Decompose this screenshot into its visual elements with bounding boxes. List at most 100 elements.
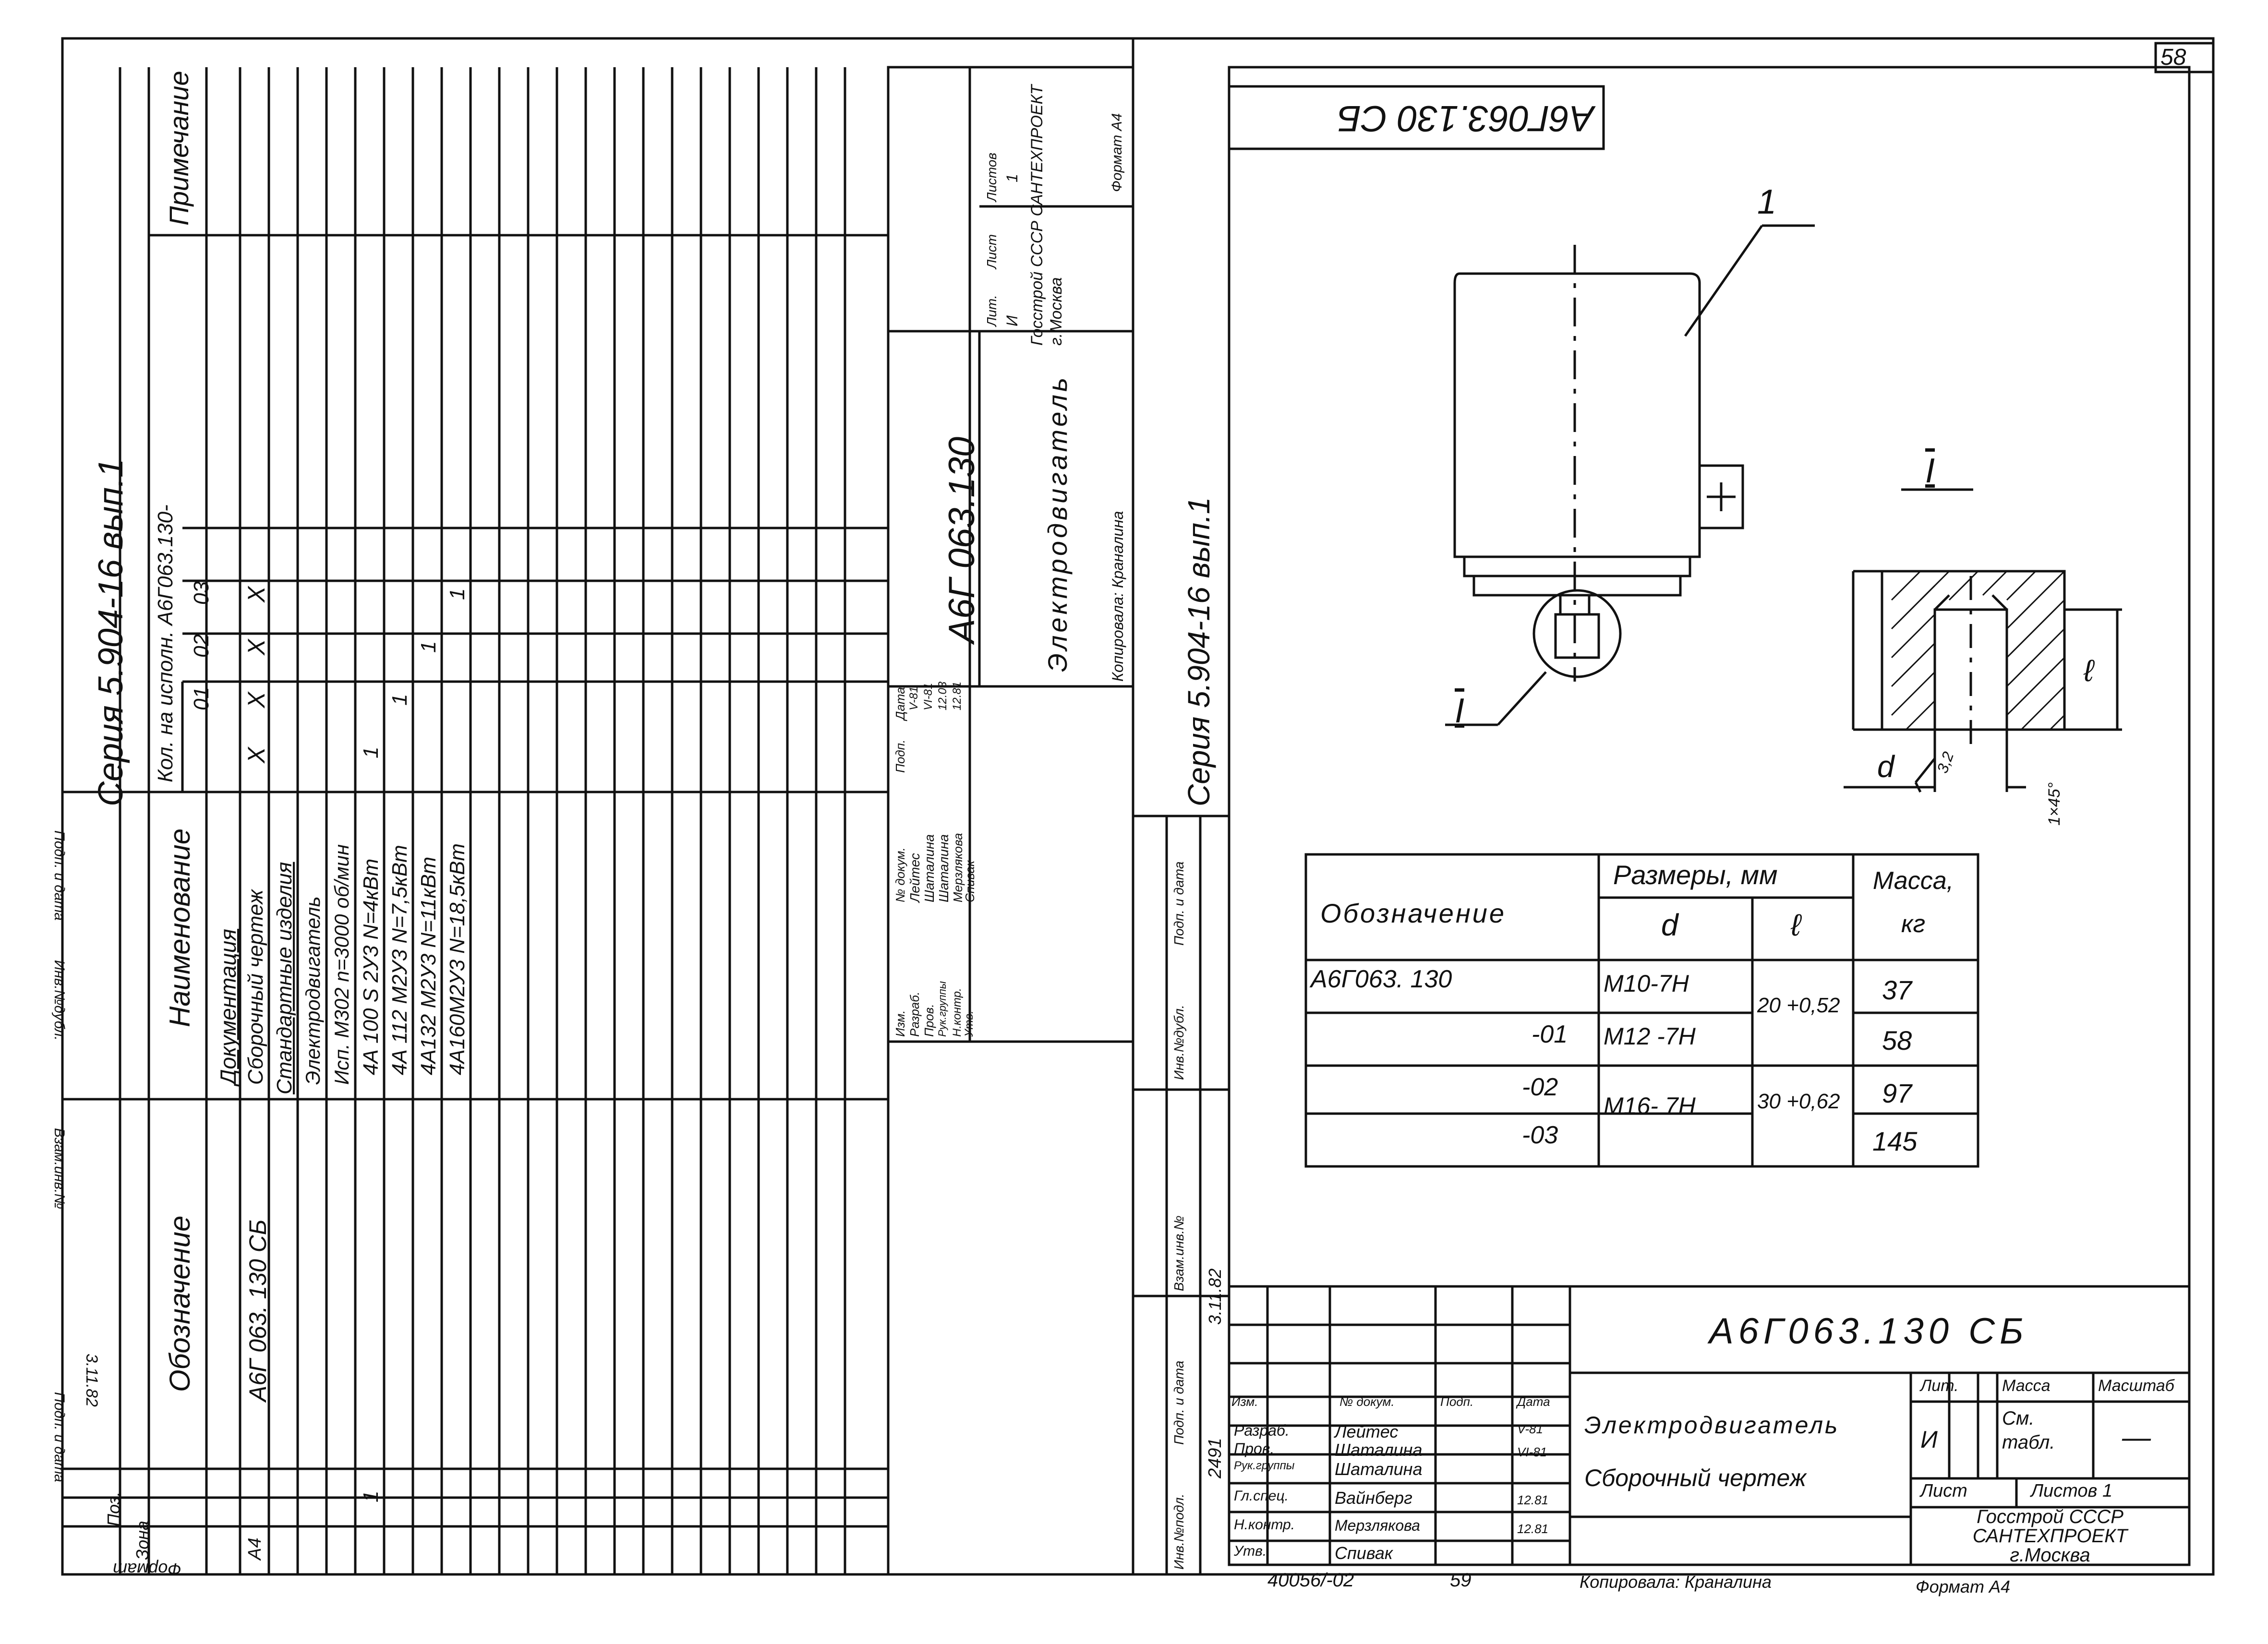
header-variant-dash: — — [193, 745, 218, 768]
left-tb-header: Подп. — [893, 739, 907, 773]
row-mark: 1 — [446, 588, 469, 600]
right-margin-label: Инв.№дубл. — [1171, 1005, 1186, 1080]
right-margin-label: Подп. и дата — [1171, 861, 1186, 946]
detail-label-section: I — [1925, 452, 1935, 490]
header-variant-03: 03 — [190, 581, 213, 605]
page-number: 58 — [2160, 45, 2186, 70]
left-tb-role: Рук.группы — [936, 981, 948, 1037]
table-designation: -01 — [1532, 1020, 1568, 1048]
left-tb-person: Лейтес — [907, 853, 922, 902]
right-title-code: А6Г063.130 СБ — [1709, 1311, 2028, 1352]
table-d: М16- 7Н — [1604, 1092, 1696, 1119]
margin-label: Подп. и дата — [51, 1392, 67, 1482]
right-tb-header: Дата — [1517, 1394, 1550, 1409]
dim-d: d — [1877, 749, 1894, 784]
right-tb-header: Изм. — [1231, 1394, 1258, 1409]
row-designation: А6Г 063. 130 СБ — [244, 1219, 271, 1402]
header-variant-02: 02 — [190, 634, 213, 658]
table-mass: 37 — [1882, 975, 1912, 1005]
table-d-header: d — [1661, 908, 1678, 942]
left-sheets-total: 1 — [1003, 174, 1021, 182]
left-tb-date: 12.03 — [936, 681, 949, 710]
table-mass: 58 — [1882, 1025, 1912, 1056]
right-format: Формат А4 — [1916, 1577, 2010, 1596]
header-variant-01: 01 — [190, 687, 213, 710]
right-inv-number: 2491 — [1205, 1438, 1225, 1478]
right-tb-person: Шаталина — [1335, 1459, 1423, 1479]
right-margin-label: Подп. и дата — [1171, 1360, 1186, 1445]
left-lit: И — [1003, 315, 1021, 326]
left-lit-label: Лит. — [984, 295, 999, 326]
chamfer: 1×45° — [2045, 782, 2063, 826]
right-margin-label: Взам.инв.№ — [1171, 1215, 1186, 1291]
right-mass-label: Масса — [2002, 1377, 2051, 1395]
row-name: 4А132 М2У3 N=11кВт — [417, 856, 440, 1075]
header-name: Наименование — [164, 828, 196, 1027]
right-title-subtitle: Сборочный чертеж — [1584, 1464, 1807, 1491]
table-d: М12 -7Н — [1604, 1023, 1696, 1050]
right-tb-person: Шаталина — [1335, 1440, 1423, 1460]
right-tb-date: 12.81 — [1517, 1493, 1549, 1507]
table-l-value: 20 +0,52 — [1757, 994, 1840, 1017]
left-series-label: Серия 5.904-16 вып.1 — [92, 458, 130, 806]
row-mark: 1 — [359, 746, 383, 758]
right-series-label: Серия 5.904-16 вып.1 — [1182, 497, 1216, 807]
row-name: 4А160М2У3 N=18,5кВт — [446, 843, 469, 1075]
left-tb-role: Разраб. — [907, 991, 922, 1037]
row-mark: X — [243, 639, 270, 655]
row-mark: X — [243, 586, 270, 602]
row-mark: X — [243, 747, 270, 763]
right-tb-role: Утв. — [1234, 1543, 1267, 1559]
header-zone: Зона — [133, 1521, 152, 1560]
left-sheets-label: Листов — [984, 153, 999, 202]
left-tb-date: 12.81 — [951, 681, 964, 710]
right-title-name: Электродвигатель — [1584, 1412, 1840, 1439]
right-lit: И — [1920, 1426, 1938, 1453]
row-format: А4 — [245, 1537, 265, 1560]
table-d: М10-7Н — [1604, 970, 1689, 997]
header-note: Примечание — [164, 71, 194, 226]
row-name: Электродвигатель — [302, 896, 324, 1085]
left-tb-header: Дата — [893, 687, 907, 720]
right-footer-page: 59 — [1450, 1570, 1472, 1591]
right-tb-date: V-81 — [1517, 1422, 1543, 1436]
margin-date: 3.11.82 — [83, 1354, 101, 1407]
right-tb-role: Н.контр. — [1234, 1517, 1295, 1533]
left-tb-person: Шаталина — [936, 834, 951, 902]
margin-label: Взам.инв.№ — [51, 1128, 67, 1209]
left-format: Формат А4 — [1109, 113, 1125, 192]
row-name: 4А 112 М2У3 N=7,5кВт — [388, 845, 411, 1075]
detail-label-drawing: I — [1455, 692, 1465, 730]
left-tb-person: Спивак — [963, 860, 977, 902]
right-tb-header: № докум. — [1339, 1394, 1395, 1409]
left-tb-role: Пров. — [922, 1004, 936, 1037]
stamp-code: А6Г063.130 СБ — [1337, 98, 1594, 139]
right-tb-person: Спивак — [1335, 1543, 1393, 1563]
right-sheets-label: Листов 1 — [2031, 1481, 2113, 1501]
left-title-name: Электродвигатель — [1042, 374, 1073, 672]
header-qty: Кол. на исполн. А6Г063.130- — [154, 504, 177, 782]
header-format: Формат — [113, 1560, 181, 1579]
right-footer-number: 40056/-02 — [1267, 1570, 1354, 1591]
dim-l: ℓ — [2084, 653, 2094, 688]
left-tb-date: V-81 — [907, 686, 920, 710]
margin-label: Подп. и дата — [51, 830, 67, 921]
left-copied: Копировала: Краналина — [1109, 511, 1126, 682]
right-margin-date: 3.11.82 — [1205, 1268, 1225, 1325]
row-name: Стандартные изделия — [273, 862, 296, 1094]
left-tb-role: Утв. — [963, 1010, 976, 1037]
right-tb-role: Гл.спец. — [1234, 1488, 1289, 1504]
row-pos: 1 — [359, 1490, 383, 1502]
right-tb-header: Подп. — [1440, 1394, 1474, 1409]
table-mass-header: Масса, кг — [1872, 867, 1954, 938]
table-designation-header: Обозначение — [1320, 898, 1507, 928]
right-copied: Копировала: Краналина — [1580, 1572, 1772, 1592]
left-org: Госстрой СССР САНТЕХПРОЕКТ г.Москва — [1028, 84, 1065, 346]
left-tb-header: Изм. — [893, 1010, 907, 1037]
right-tb-role: Пров. — [1234, 1440, 1275, 1457]
right-tb-person: Лейтес — [1335, 1422, 1399, 1441]
row-mark: 1 — [417, 641, 440, 653]
right-tb-role: Рук.группы — [1234, 1459, 1295, 1472]
table-l-value: 30 +0,62 — [1757, 1090, 1840, 1113]
